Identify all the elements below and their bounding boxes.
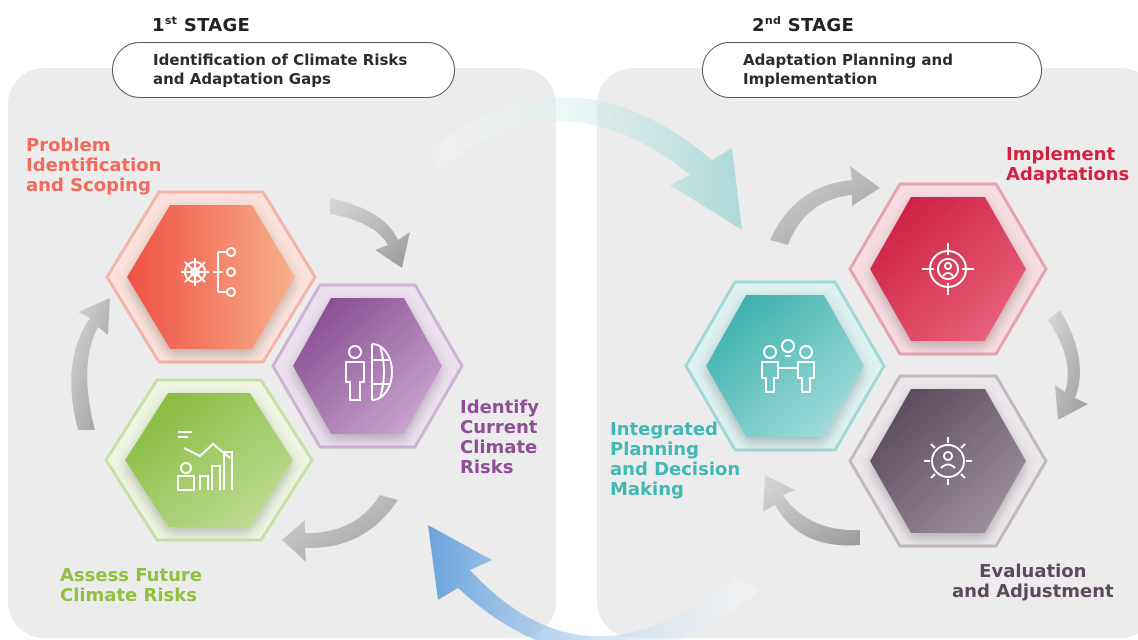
label-problem-identification: Problem Identification and Scoping xyxy=(26,135,162,196)
gear-person-icon xyxy=(924,437,972,485)
stage2-heading: 2nd STAGE xyxy=(752,14,855,36)
cycle-arrow-2 xyxy=(282,495,398,562)
stage-transition-arrow-bottom xyxy=(428,525,760,640)
stage1-heading: 1st STAGE xyxy=(152,14,251,36)
hex-integrated-planning xyxy=(684,280,886,452)
label-implement-adaptations: Implement Adaptations xyxy=(1006,144,1130,185)
cycle-arrow-1 xyxy=(330,198,410,268)
label-assess-future-risks: Assess Future Climate Risks xyxy=(60,565,202,606)
stage-transition-arrow-top xyxy=(430,97,742,231)
stage2-title: Adaptation Planning and Implementation xyxy=(743,51,953,88)
target-person-icon xyxy=(922,243,974,295)
stage1-title-box: Identification of Climate Risks and Adap… xyxy=(112,42,455,98)
label-identify-current-risks: Identify Current Climate Risks xyxy=(460,397,539,478)
hex-problem-identification xyxy=(105,190,317,364)
cycle-arrow-5 xyxy=(1048,310,1088,420)
people-lightbulb-icon xyxy=(761,339,815,393)
cycle-arrow-3 xyxy=(71,298,110,430)
cycle-arrow-6 xyxy=(763,475,860,546)
person-globe-icon xyxy=(345,343,393,401)
hex-assess-future-risks xyxy=(104,378,314,542)
cycle-arrow-4 xyxy=(770,166,880,245)
network-gear-icon xyxy=(181,247,236,297)
stage2-title-box: Adaptation Planning and Implementation xyxy=(702,42,1042,98)
person-chart-icon xyxy=(177,431,233,491)
hex-identify-current-risks xyxy=(271,283,464,449)
stage1-title: Identification of Climate Risks and Adap… xyxy=(153,51,408,88)
label-integrated-planning: Integrated Planning and Decision Making xyxy=(610,419,741,500)
label-evaluation-adjustment: Evaluation and Adjustment xyxy=(952,561,1114,602)
